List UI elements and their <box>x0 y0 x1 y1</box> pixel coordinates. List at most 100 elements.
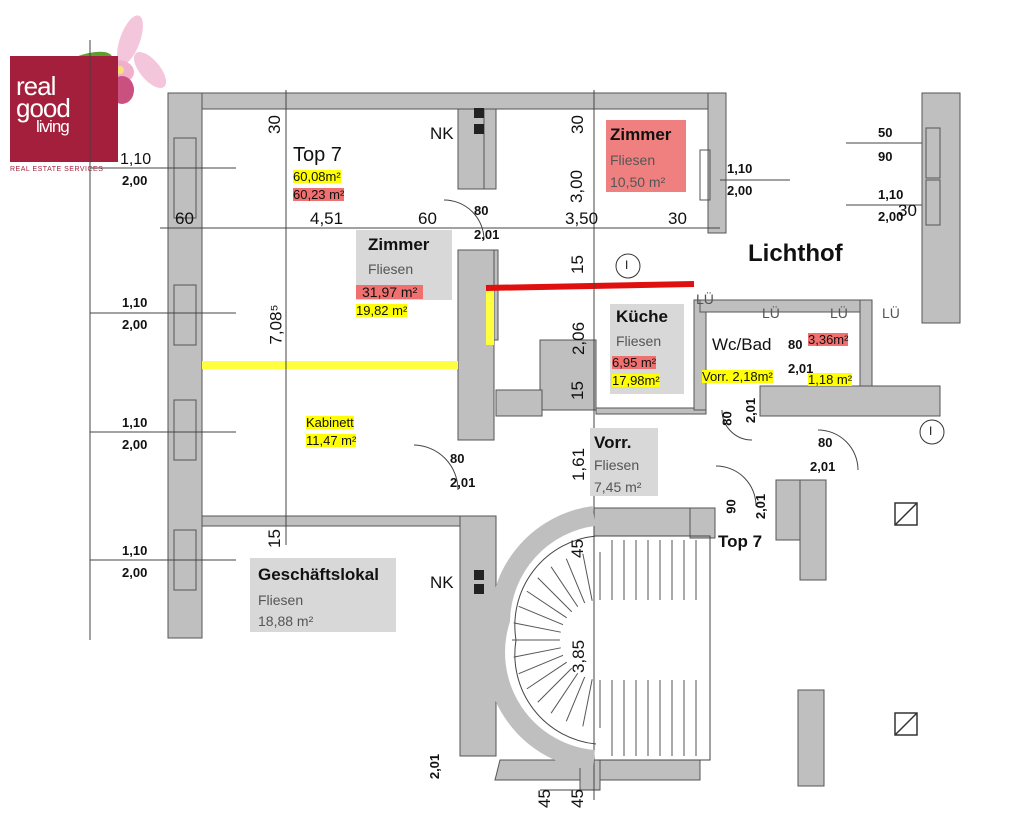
dim-90: 90 <box>878 149 893 164</box>
brand-logo: real good living REAL ESTATE SERVICES <box>10 10 167 180</box>
geschaeft-area: 18,88 m² <box>258 613 314 629</box>
dim-206: 2,06 <box>569 321 589 356</box>
info-i-2: I <box>929 424 933 438</box>
dim-15-b: 15 <box>567 381 587 400</box>
wcbad-name: Wc/Bad <box>712 335 772 354</box>
dim-300: 3,00 <box>567 169 587 204</box>
vorr-area: 7,45 m² <box>594 479 642 495</box>
door-height-2: 2,01 <box>450 475 476 490</box>
dim-60-mid: 60 <box>418 209 437 228</box>
window-height-2: 2,00 <box>122 317 148 332</box>
zimmer-small-highlight <box>606 120 686 192</box>
dim-350: 3,50 <box>565 209 599 228</box>
unit-area-a: 60,08m² <box>293 169 341 184</box>
vorr-box <box>590 428 658 496</box>
dim-45-a: 45 <box>567 539 587 558</box>
stair-steps <box>512 540 697 756</box>
door-height-4: 2,01 <box>810 459 836 474</box>
stair-step <box>565 558 586 604</box>
kabinett-area: 11,47 m² <box>306 433 357 448</box>
zimmer-large-area-new: 19,82 m² <box>356 303 408 318</box>
zimmer-large-name: Zimmer <box>368 235 430 254</box>
vorr-floor: Fliesen <box>594 457 640 473</box>
stair-step <box>582 679 593 727</box>
unit-title: Top 7 <box>293 144 342 166</box>
zimmer-small-floor: Fliesen <box>610 152 656 168</box>
window-width-6: 1,10 <box>878 187 904 202</box>
wcbad-area-new: 1,18 m² <box>808 372 853 387</box>
stair-step <box>537 667 573 703</box>
dim-451: 4,51 <box>310 209 344 228</box>
dim-45-b: 45 <box>534 789 554 808</box>
logo-word-1: real <box>16 71 56 101</box>
dim-30-v1: 30 <box>264 115 284 134</box>
dim-30-v2: 30 <box>567 115 587 134</box>
stair-step <box>550 672 579 714</box>
dim-201-bottom: 2,01 <box>427 753 443 780</box>
info-i-1: I <box>625 258 629 272</box>
lu-label-1: LÜ <box>696 291 714 307</box>
geschaeft-floor: Fliesen <box>258 592 304 608</box>
door-width-2: 80 <box>450 451 465 466</box>
lu-label-4: LÜ <box>882 305 900 321</box>
kueche-name: Küche <box>616 307 668 326</box>
courtyard-label: Lichthof <box>748 240 843 267</box>
lu-label-3: LÜ <box>830 305 848 321</box>
window-height-5: 2,00 <box>727 183 753 198</box>
dim-50: 50 <box>878 125 893 140</box>
window-width-5: 1,10 <box>727 161 753 176</box>
window-width-1: 1,10 <box>120 151 152 168</box>
door-height-6: 2,01 <box>753 493 769 520</box>
unit-area-b: 60,23 m² <box>293 187 345 202</box>
logo-box: real good living <box>10 56 118 162</box>
kabinett-name: Kabinett <box>306 415 354 430</box>
window-height-3: 2,00 <box>122 437 148 452</box>
nk-label-bottom: NK <box>430 573 454 592</box>
door-width-5: 80 <box>719 411 735 426</box>
logo-tagline: REAL ESTATE SERVICES <box>10 166 104 173</box>
stair-step <box>526 661 568 690</box>
highlight-lines <box>202 281 695 369</box>
geschaeft-name: Geschäftslokal <box>258 565 379 584</box>
kueche-area-old: 6,95 m² <box>612 355 657 370</box>
top7-door-label: Top 7 <box>718 532 763 551</box>
window-height-4: 2,00 <box>122 565 148 580</box>
dim-30-top: 30 <box>668 209 687 228</box>
zimmer-small-name: Zimmer <box>610 125 672 144</box>
staircase <box>485 506 711 770</box>
door-width-6: 90 <box>723 499 739 514</box>
stair-step <box>526 590 568 619</box>
door-height-3: 2,01 <box>788 361 814 376</box>
dim-30-right: 30 <box>898 201 917 220</box>
zimmer-large-floor: Fliesen <box>368 261 414 277</box>
door-width-3: 80 <box>788 337 803 352</box>
logo-word-3: living <box>36 117 70 136</box>
kueche-area-new: 17,98m² <box>612 373 660 388</box>
stair-step <box>582 553 593 601</box>
door-height-5: 2,01 <box>743 397 759 424</box>
dim-60-left: 60 <box>175 209 194 228</box>
dim-385: 3,85 <box>569 639 589 674</box>
wcbad-vorr-area: Vorr. 2,18m² <box>702 369 773 384</box>
stair-step <box>518 654 564 675</box>
zimmer-small-area: 10,50 m² <box>610 174 666 190</box>
zimmer-large-area-old: 31,97 m² <box>356 285 424 299</box>
kueche-floor: Fliesen <box>616 333 662 349</box>
nk-icons <box>474 108 484 594</box>
logo-word-2: good <box>16 93 71 123</box>
stair-step <box>513 647 561 658</box>
stair-step <box>518 605 564 626</box>
vorr-name: Vorr. <box>594 433 632 452</box>
stair-step <box>513 622 561 633</box>
window-width-4: 1,10 <box>122 543 148 558</box>
door-height-1: 2,01 <box>474 227 500 242</box>
dim-45-c: 45 <box>567 789 587 808</box>
window-height-1: 2,00 <box>122 173 148 188</box>
dim-15-c: 15 <box>264 529 284 548</box>
shaft-icons <box>894 502 918 736</box>
dim-708: 7,08⁵ <box>266 304 286 345</box>
window-width-2: 1,10 <box>122 295 148 310</box>
stair-step <box>537 577 573 613</box>
window-width-3: 1,10 <box>122 415 148 430</box>
